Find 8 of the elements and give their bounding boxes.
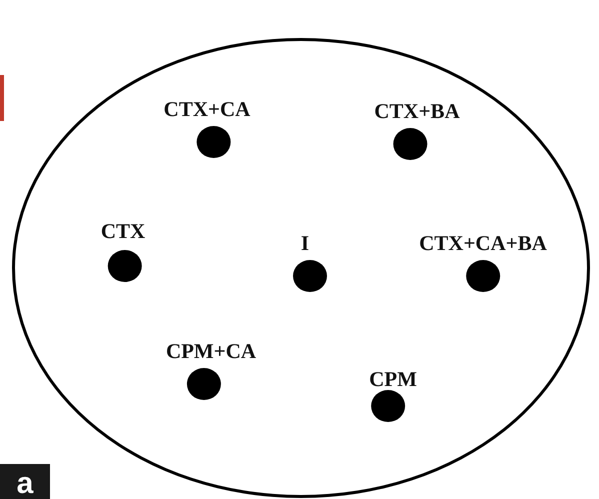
spot-label: CTX bbox=[100, 221, 146, 242]
panel-letter: a bbox=[0, 464, 50, 499]
spot-label: CTX+BA bbox=[374, 101, 460, 122]
spot-label: CPM+CA bbox=[166, 341, 256, 362]
spot-label: CTX+CA+BA bbox=[419, 233, 547, 254]
spot-label: CPM bbox=[369, 369, 417, 390]
spot-label: I bbox=[300, 233, 310, 254]
spot-label: CTX+CA bbox=[164, 99, 250, 120]
